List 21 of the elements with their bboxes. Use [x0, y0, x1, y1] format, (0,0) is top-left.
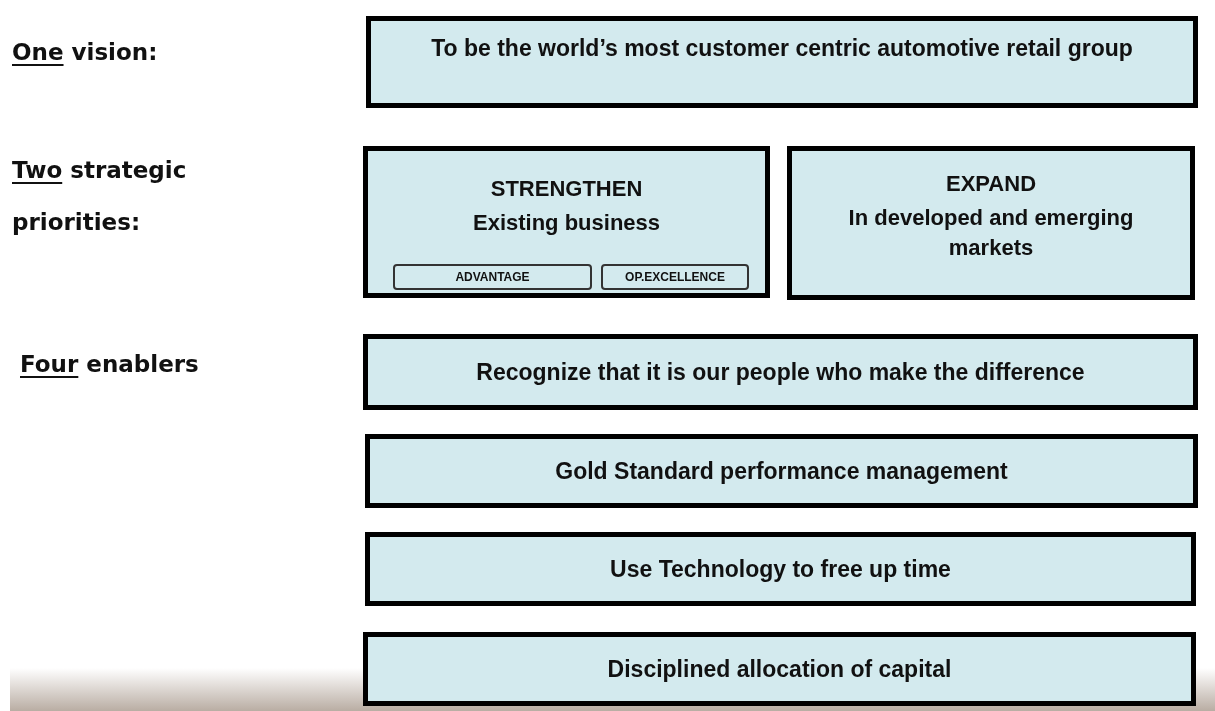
tag-box: OP.EXCELLENCE: [601, 264, 749, 290]
box-text: Recognize that it is our people who make the difference: [476, 357, 1085, 387]
box-heading: EXPAND: [945, 170, 1037, 198]
box-text: Use Technology to free up time: [610, 554, 951, 584]
box-text: Disciplined allocation of capital: [607, 654, 952, 684]
box-text: Gold Standard performance management: [555, 456, 1008, 486]
box-text: To be the world’s most customer centric automotive retail group: [431, 34, 1133, 63]
box-text: Existing business: [472, 209, 661, 237]
row-label: One vision:: [12, 38, 159, 67]
box-text: In developed and emerging markets: [847, 204, 1135, 262]
text-box: [365, 532, 1196, 606]
box-heading: STRENGTHEN: [490, 175, 643, 203]
text-box: [363, 632, 1196, 706]
tag-box: ADVANTAGE: [393, 264, 592, 290]
row-label: Two strategic priorities:: [12, 156, 188, 237]
text-box: [365, 434, 1198, 508]
text-box: [787, 146, 1195, 300]
row-label: Four enablers: [20, 350, 200, 379]
text-box: [366, 16, 1198, 108]
text-box: [363, 334, 1198, 410]
text-box: [363, 146, 770, 298]
